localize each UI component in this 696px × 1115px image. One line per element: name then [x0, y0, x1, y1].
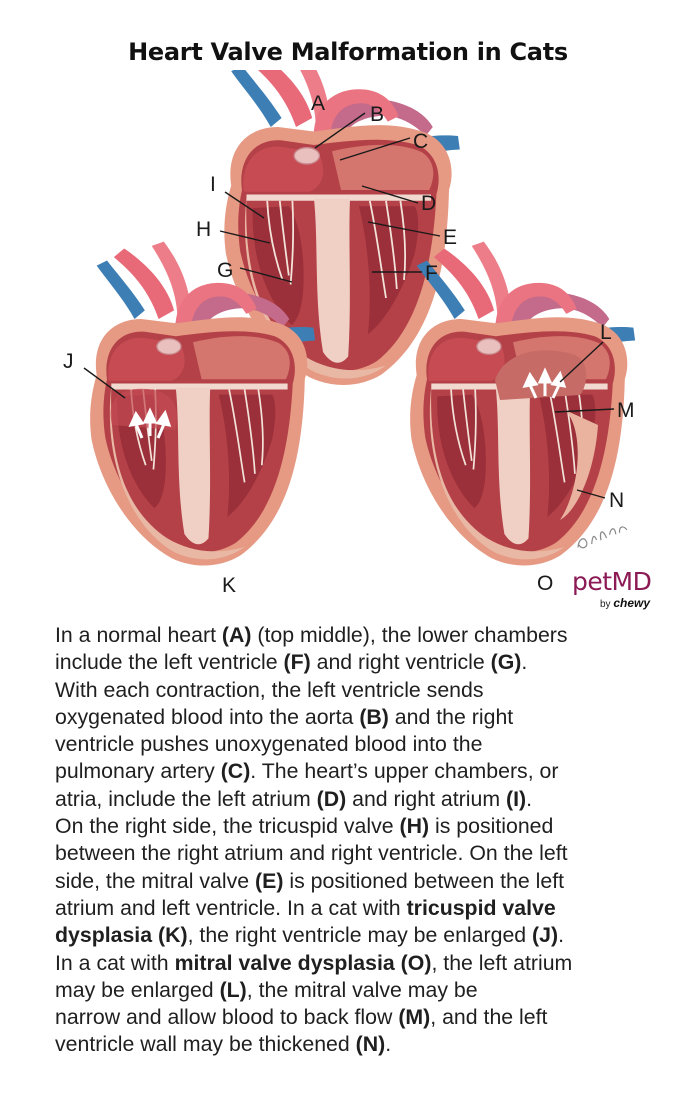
brand-byline: by chewy: [600, 596, 650, 610]
description-text: .: [526, 786, 533, 811]
description-text: (top middle), the lower chambers: [251, 623, 568, 647]
description-line: include the left ventricle (F) and right…: [55, 649, 675, 676]
description-line: With each contraction, the left ventricl…: [55, 677, 675, 704]
description-emphasis: (N): [355, 1032, 386, 1057]
description-line: In a normal heart (A) (top middle), the …: [55, 622, 675, 649]
description-line: pulmonary artery (C). The heart’s upper …: [55, 758, 675, 785]
artist-signature: [577, 526, 628, 549]
description-text: and right atrium: [346, 786, 506, 811]
label-i: I: [210, 173, 216, 196]
label-f: F: [425, 262, 438, 285]
label-b: B: [370, 103, 384, 126]
label-e: E: [443, 226, 457, 249]
label-h: H: [196, 218, 211, 241]
label-o: O: [537, 572, 553, 595]
description-text: pulmonary artery: [55, 759, 221, 784]
description-text: In a cat with: [55, 950, 175, 975]
description-text: On the right side, the tricuspid valve: [55, 814, 400, 839]
label-l: L: [600, 321, 612, 344]
description-text: oxygenated blood into the aorta: [55, 704, 360, 729]
description-text: is positioned: [429, 814, 554, 839]
description-emphasis: (J): [532, 923, 559, 948]
description-text: . The heart’s upper chambers, or: [250, 759, 559, 784]
description-emphasis: (G): [490, 650, 522, 675]
brand-parent: chewy: [613, 596, 651, 610]
description-line: narrow and allow blood to back flow (M),…: [55, 1004, 675, 1031]
description-text: .: [558, 923, 564, 948]
description-text: atria, include the left atrium: [55, 786, 317, 811]
description-text: ventricle wall may be thickened: [55, 1032, 356, 1057]
description-text: narrow and allow blood to back flow: [55, 1005, 399, 1030]
description-emphasis: (I): [506, 786, 527, 811]
description-text: , and the left: [430, 1005, 548, 1030]
brand-name: petMD: [572, 567, 652, 596]
description-emphasis: (H): [399, 814, 430, 839]
description-emphasis: (A): [221, 623, 252, 647]
description-line: ventricle wall may be thickened (N).: [55, 1031, 675, 1058]
description-text: may be enlarged: [55, 977, 220, 1002]
backflow-arrows-j: [128, 407, 172, 439]
description-emphasis: mitral valve dysplasia (O): [174, 950, 432, 975]
description-paragraph: In a normal heart (A) (top middle), the …: [55, 622, 675, 1059]
mitral-dysplasia-heart-illustration: [409, 240, 636, 567]
description-text: , the mitral valve may be: [246, 977, 478, 1002]
description-text: side, the mitral valve: [55, 868, 256, 893]
description-text: atrium and left ventricle. In a cat with: [55, 895, 407, 920]
description-text: .: [521, 650, 528, 675]
description-line: In a cat with mitral valve dysplasia (O)…: [55, 950, 675, 977]
label-c: C: [413, 130, 428, 153]
description-emphasis: (B): [359, 704, 389, 729]
description-line: may be enlarged (L), the mitral valve ma…: [55, 977, 675, 1004]
description-emphasis: (C): [220, 759, 251, 784]
label-d: D: [421, 192, 436, 215]
description-line: atria, include the left atrium (D) and r…: [55, 786, 675, 813]
figure-title: Heart Valve Malformation in Cats: [128, 38, 568, 66]
description-text: With each contraction, the left ventricl…: [55, 677, 484, 702]
label-g: G: [217, 259, 233, 282]
petmd-logo: petMD by chewy: [572, 567, 652, 610]
heart-diagram: A B C D E F G H I J K L M N O: [63, 70, 636, 597]
label-j: J: [63, 350, 74, 373]
description-line: On the right side, the tricuspid valve (…: [55, 813, 675, 840]
description-text: .: [385, 1032, 392, 1057]
description-text: , the right ventricle may be enlarged: [187, 923, 533, 948]
description-line: atrium and left ventricle. In a cat with…: [55, 895, 675, 922]
description-text: and right ventricle: [310, 650, 491, 675]
label-m: M: [617, 399, 635, 422]
leader-lines: [83, 112, 615, 499]
description-emphasis: (E): [255, 868, 284, 893]
description-emphasis: (L): [219, 977, 247, 1002]
description-text: ventricle pushes unoxygenated blood into…: [55, 732, 483, 757]
description-emphasis: dysplasia (K): [55, 923, 188, 948]
description-text: and the right: [388, 704, 514, 729]
description-emphasis: tricuspid valve: [406, 895, 556, 920]
description-line: oxygenated blood into the aorta (B) and …: [55, 704, 675, 731]
description-text: , the left atrium: [431, 950, 573, 975]
description-text: In a normal heart: [55, 623, 222, 647]
description-emphasis: (F): [283, 650, 311, 675]
description-line: dysplasia (K), the right ventricle may b…: [55, 922, 675, 949]
label-k: K: [222, 574, 236, 597]
description-line: side, the mitral valve (E) is positioned…: [55, 868, 675, 895]
label-n: N: [609, 489, 624, 512]
description-text: between the right atrium and right ventr…: [55, 841, 568, 866]
description-text: include the left ventricle: [55, 650, 284, 675]
brand-by: by: [600, 599, 611, 610]
description-emphasis: (M): [398, 1005, 431, 1030]
description-line: between the right atrium and right ventr…: [55, 840, 675, 867]
label-a: A: [311, 92, 325, 115]
description-emphasis: (D): [316, 786, 347, 811]
description-line: ventricle pushes unoxygenated blood into…: [55, 731, 675, 758]
description-text: is positioned between the left: [283, 868, 565, 893]
